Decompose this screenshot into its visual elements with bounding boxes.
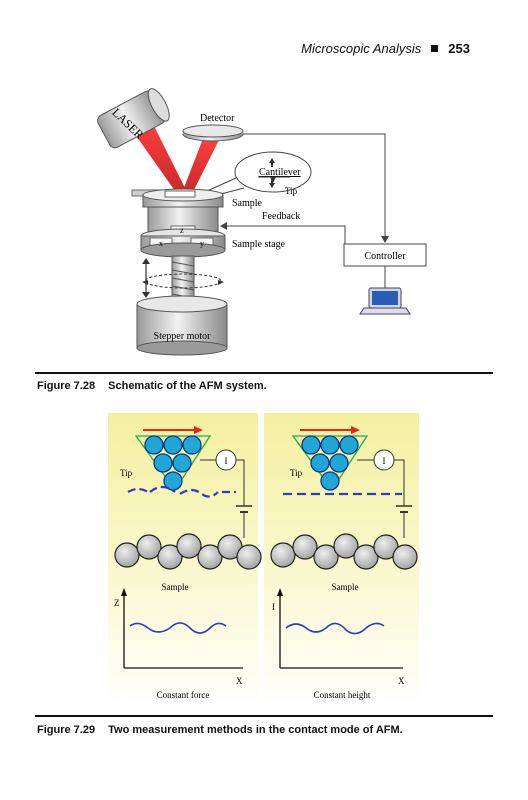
constant-height-panel: I Tip Sample I X Constant height (264, 413, 419, 708)
caption-text: Two measurement methods in the contact m… (108, 724, 403, 736)
sample-label-left: Sample (162, 582, 189, 592)
laser-source: LASER (97, 88, 170, 149)
vertical-motion-arrow-icon (142, 258, 150, 298)
figure-rule (35, 372, 493, 374)
x-axis-label-left: X (236, 676, 243, 686)
mode-label-right: Constant height (314, 690, 371, 700)
figure-rule (35, 715, 493, 717)
tip-atoms (144, 435, 202, 491)
sample-stage-label: Sample stage (232, 239, 286, 250)
page-number: 253 (448, 41, 470, 56)
contact-mode-figure: I Tip Sample Z X Constant force (108, 413, 419, 708)
cantilever-callout (234, 151, 312, 193)
current-meter-label-right: I (383, 456, 386, 466)
cantilever-label: Cantilever (259, 167, 301, 178)
afm-schematic: LASER Detector Cantilever Tip z x y (97, 88, 427, 356)
sample-atoms-right (270, 533, 418, 570)
caption-number: Figure 7.29 (37, 724, 96, 736)
stage-z-label: z (180, 226, 184, 235)
caption-text: Schematic of the AFM system. (108, 380, 267, 392)
sample-stage (140, 188, 226, 258)
detector-controller-line (243, 133, 386, 238)
constant-force-panel: I Tip Sample Z X Constant force (108, 413, 262, 708)
y-axis-label-right: I (272, 602, 275, 612)
tip-label: Tip (285, 186, 298, 196)
section-title: Microscopic Analysis (301, 41, 422, 56)
x-axis-label-right: X (398, 676, 405, 686)
y-axis-label-left: Z (114, 598, 120, 608)
tip-label-right: Tip (290, 468, 303, 478)
stepper-motor (136, 295, 228, 356)
current-meter-label-left: I (225, 456, 228, 466)
figure-7-28-caption: Figure 7.28 Schematic of the AFM system. (37, 380, 267, 392)
mode-label-left: Constant force (157, 690, 210, 700)
tip-atoms (301, 435, 359, 491)
detector-label: Detector (200, 113, 235, 124)
profile-curve-left (129, 622, 227, 634)
laser-beam-reflected (180, 136, 220, 198)
sample-atoms-left (114, 533, 262, 570)
stepper-motor-label: Stepper motor (154, 331, 212, 342)
running-header: Microscopic Analysis 253 (301, 41, 470, 56)
sample-label-right: Sample (332, 582, 359, 592)
caption-number: Figure 7.28 (37, 380, 96, 392)
detector (182, 124, 244, 142)
tip-label-left: Tip (120, 468, 133, 478)
profile-curve-right (285, 622, 385, 635)
controller-label: Controller (364, 251, 406, 262)
figure-7-29-caption: Figure 7.29 Two measurement methods in t… (37, 724, 403, 736)
laser-beam-incident (132, 118, 190, 198)
square-bullet-icon (431, 45, 439, 52)
laptop-icon (359, 287, 411, 315)
scan-path-left (127, 485, 236, 498)
stage-y-label: y (200, 239, 204, 248)
stage-x-label: x (159, 239, 163, 248)
sample-label: Sample (232, 198, 263, 209)
feedback-label: Feedback (262, 211, 300, 222)
